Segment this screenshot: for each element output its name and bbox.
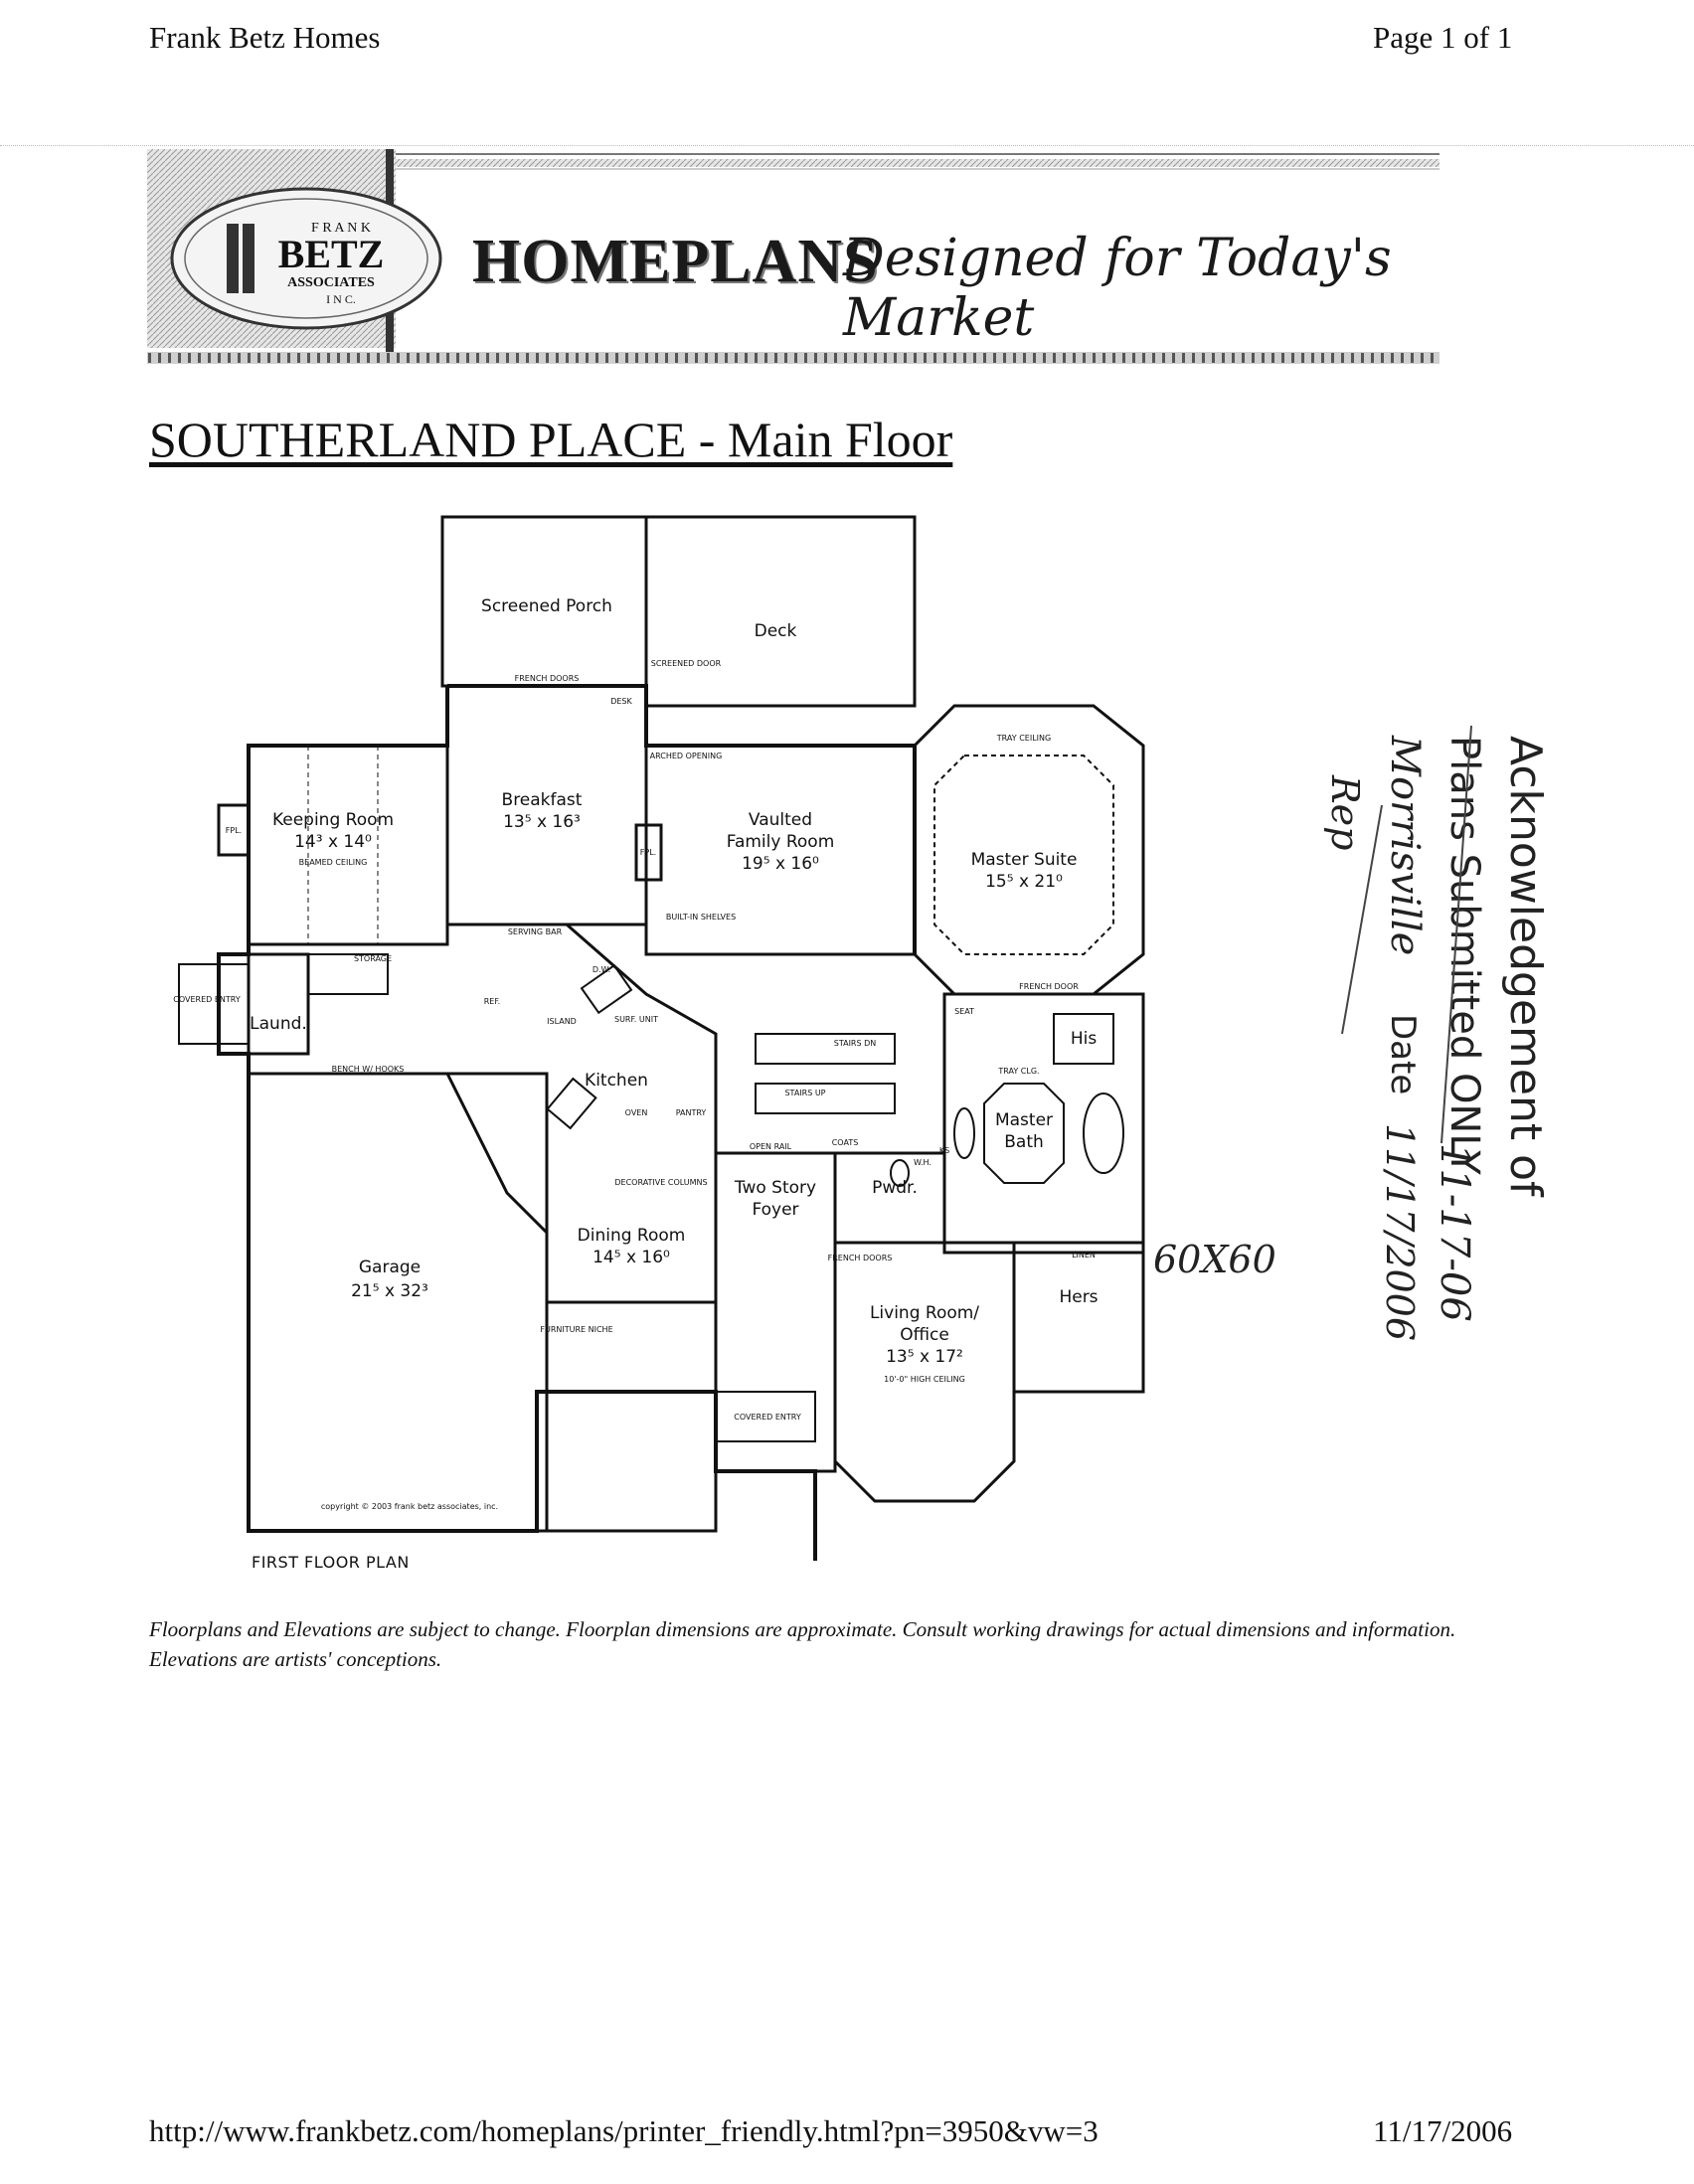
svg-text:DESK: DESK <box>610 697 632 706</box>
svg-text:Vaulted: Vaulted <box>749 810 812 830</box>
site-title: Frank Betz Homes <box>149 20 381 55</box>
svg-text:11/17/2006: 11/17/2006 <box>1378 1123 1422 1341</box>
svg-text:Keeping Room: Keeping Room <box>272 810 394 830</box>
svg-text:Screened Porch: Screened Porch <box>481 596 612 616</box>
svg-text:STAIRS UP: STAIRS UP <box>784 1089 825 1097</box>
svg-text:Laund.: Laund. <box>250 1014 307 1034</box>
svg-text:DECORATIVE COLUMNS: DECORATIVE COLUMNS <box>614 1178 707 1187</box>
svg-text:OVEN: OVEN <box>625 1108 648 1117</box>
page-indicator: Page 1 of 1 <box>1373 20 1513 55</box>
floor-plan-drawing: Screened Porch Deck Breakfast 13⁵ x 16³ … <box>173 515 1145 1561</box>
svg-text:COVERED ENTRY: COVERED ENTRY <box>734 1413 801 1422</box>
svg-text:15⁵ x 21⁰: 15⁵ x 21⁰ <box>985 872 1063 892</box>
svg-text:11-17-06: 11-17-06 <box>1432 1143 1477 1322</box>
footer-date: 11/17/2006 <box>1373 2113 1513 2148</box>
svg-text:LINEN: LINEN <box>1072 1251 1096 1260</box>
svg-text:Deck: Deck <box>755 621 797 641</box>
banner-title: HOMEPLANS <box>472 228 879 295</box>
svg-text:FRENCH DOORS: FRENCH DOORS <box>828 1254 893 1262</box>
svg-text:STORAGE: STORAGE <box>354 954 392 963</box>
svg-text:10'-0" HIGH CEILING: 10'-0" HIGH CEILING <box>884 1375 965 1384</box>
svg-text:Kitchen: Kitchen <box>585 1071 648 1091</box>
homeplans-banner: F R A N K BETZ ASSOCIATES I N C. HOMEPLA… <box>147 149 1440 370</box>
svg-text:COVERED ENTRY: COVERED ENTRY <box>173 995 241 1004</box>
svg-text:STAIRS DN: STAIRS DN <box>834 1039 877 1048</box>
svg-text:Morrisville: Morrisville <box>1382 735 1428 955</box>
svg-text:FPL.: FPL. <box>640 848 656 857</box>
svg-text:Living Room/: Living Room/ <box>870 1303 979 1323</box>
svg-text:TRAY CEILING: TRAY CEILING <box>996 734 1051 743</box>
svg-text:14³ x 14⁰: 14³ x 14⁰ <box>294 832 372 852</box>
svg-text:13⁵ x 16³: 13⁵ x 16³ <box>503 812 581 832</box>
plan-caption: FIRST FLOOR PLAN <box>252 1553 410 1572</box>
disclaimer: Floorplans and Elevations are subject to… <box>149 1617 1456 1671</box>
svg-text:Dining Room: Dining Room <box>578 1226 686 1246</box>
footer-url: http://www.frankbetz.com/homeplans/print… <box>149 2113 1099 2148</box>
svg-text:SCREENED DOOR: SCREENED DOOR <box>651 659 722 668</box>
svg-text:BETZ: BETZ <box>278 232 385 276</box>
svg-text:ASSOCIATES: ASSOCIATES <box>287 275 375 290</box>
svg-text:FRENCH DOORS: FRENCH DOORS <box>515 674 580 683</box>
svg-text:COATS: COATS <box>832 1138 859 1147</box>
svg-text:I N C.: I N C. <box>326 292 356 306</box>
svg-text:Breakfast: Breakfast <box>502 790 583 810</box>
approval-stamp: Acknowledgement of Plans Submitted ONLY … <box>1153 725 1551 1341</box>
svg-text:copyright © 2003 frank betz as: copyright © 2003 frank betz associates, … <box>321 1502 498 1511</box>
svg-text:BENCH W/ HOOKS: BENCH W/ HOOKS <box>332 1065 405 1074</box>
svg-text:FURNITURE NICHE: FURNITURE NICHE <box>540 1325 612 1334</box>
svg-text:TRAY CLG.: TRAY CLG. <box>997 1067 1039 1076</box>
svg-text:PANTRY: PANTRY <box>676 1108 707 1117</box>
svg-text:14⁵ x 16⁰: 14⁵ x 16⁰ <box>593 1248 670 1267</box>
svg-text:21⁵ x 32³: 21⁵ x 32³ <box>351 1281 428 1301</box>
svg-text:F R A N K: F R A N K <box>311 221 371 236</box>
banner-tagline: Designed for Today's Market <box>843 229 1392 348</box>
svg-text:SERVING BAR: SERVING BAR <box>508 927 563 936</box>
svg-text:Rep: Rep <box>1323 774 1367 850</box>
svg-text:19⁵ x 16⁰: 19⁵ x 16⁰ <box>742 854 819 874</box>
svg-text:Plans Submitted ONLY: Plans Submitted ONLY <box>1441 736 1487 1175</box>
svg-text:Master Suite: Master Suite <box>971 850 1078 870</box>
svg-text:Hers: Hers <box>1059 1287 1098 1307</box>
svg-text:ISLAND: ISLAND <box>547 1017 577 1026</box>
svg-text:His: His <box>1071 1029 1098 1049</box>
svg-text:KS: KS <box>939 1146 949 1155</box>
svg-text:BEAMED CEILING: BEAMED CEILING <box>299 858 368 867</box>
svg-text:13⁵ x 17²: 13⁵ x 17² <box>886 1347 963 1367</box>
betz-logo: F R A N K BETZ ASSOCIATES I N C. <box>170 187 442 330</box>
svg-text:Date: Date <box>1383 1014 1423 1094</box>
svg-text:Garage: Garage <box>359 1258 421 1277</box>
svg-text:Office: Office <box>900 1325 949 1345</box>
svg-text:Acknowledgement of: Acknowledgement of <box>1500 736 1551 1198</box>
plan-heading: SOUTHERLAND PLACE - Main Floor <box>149 412 953 467</box>
svg-text:Foyer: Foyer <box>752 1200 798 1220</box>
header-divider <box>0 145 1694 146</box>
svg-text:ARCHED OPENING: ARCHED OPENING <box>650 752 723 760</box>
svg-text:Pwdr.: Pwdr. <box>872 1178 918 1198</box>
svg-text:Two Story: Two Story <box>734 1178 816 1198</box>
svg-text:OPEN RAIL: OPEN RAIL <box>750 1142 792 1151</box>
svg-text:SEAT: SEAT <box>954 1007 974 1016</box>
svg-text:SURF. UNIT: SURF. UNIT <box>614 1015 658 1024</box>
svg-text:Family Room: Family Room <box>727 832 835 852</box>
svg-text:D.W.: D.W. <box>593 965 610 974</box>
svg-text:Master: Master <box>995 1110 1053 1130</box>
svg-text:BUILT-IN SHELVES: BUILT-IN SHELVES <box>666 913 736 922</box>
note-60x60: 60X60 <box>1153 1238 1276 1281</box>
svg-text:FPL.: FPL. <box>226 826 242 835</box>
svg-text:Bath: Bath <box>1004 1132 1044 1152</box>
svg-text:REF.: REF. <box>484 997 500 1006</box>
svg-text:W.H.: W.H. <box>914 1158 932 1167</box>
svg-text:FRENCH DOOR: FRENCH DOOR <box>1019 982 1079 991</box>
